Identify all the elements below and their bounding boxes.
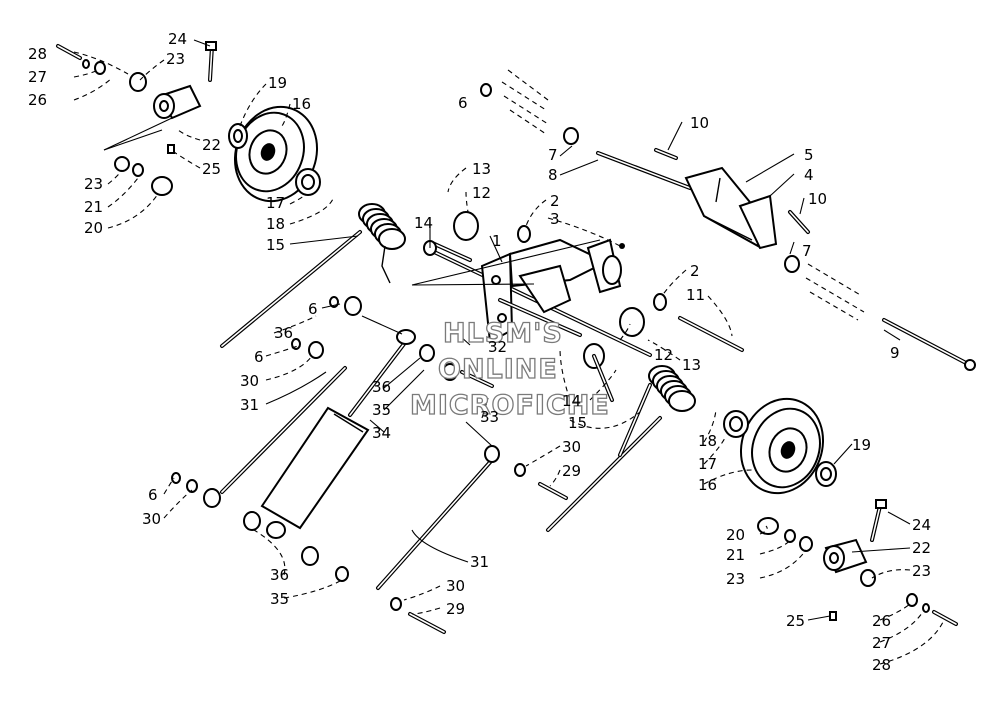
callout-28: 28 — [872, 656, 891, 674]
center-frame — [480, 238, 622, 344]
callout-22: 22 — [202, 136, 221, 154]
callout-29: 29 — [446, 600, 465, 618]
right-axle-block — [757, 499, 958, 626]
callout-21: 21 — [726, 546, 745, 564]
link-rod-upper — [220, 366, 347, 494]
callout-16: 16 — [698, 476, 717, 494]
callout-19: 19 — [268, 74, 287, 92]
callout-2: 2 — [690, 262, 700, 280]
callout-23: 23 — [912, 562, 931, 580]
callout-7: 7 — [548, 146, 558, 164]
callout-13: 13 — [682, 356, 701, 374]
callout-2: 2 — [550, 192, 560, 210]
callout-7: 7 — [802, 242, 812, 260]
left-torsion-spring — [358, 203, 472, 284]
callout-23: 23 — [166, 50, 185, 68]
callout-30: 30 — [446, 577, 465, 595]
callout-30: 30 — [562, 438, 581, 456]
callout-6: 6 — [254, 348, 264, 366]
callout-27: 27 — [28, 68, 47, 86]
callout-35: 35 — [372, 401, 391, 419]
callout-12: 12 — [472, 184, 491, 202]
watermark-line-2: ONLINE — [438, 354, 558, 385]
small-parts — [171, 83, 810, 634]
callout-36: 36 — [274, 324, 293, 342]
callout-23: 23 — [726, 570, 745, 588]
callout-17: 17 — [698, 455, 717, 473]
rear-shaft-9 — [882, 318, 976, 371]
callout-4: 4 — [804, 166, 814, 184]
callout-18: 18 — [266, 215, 285, 233]
callout-6: 6 — [458, 94, 468, 112]
callout-21: 21 — [84, 198, 103, 216]
callout-30: 30 — [142, 510, 161, 528]
callout-26: 26 — [872, 612, 891, 630]
callout-20: 20 — [84, 219, 103, 237]
callout-25: 25 — [202, 160, 221, 178]
callout-18: 18 — [698, 432, 717, 450]
callout-6: 6 — [308, 300, 318, 318]
callout-30: 30 — [240, 372, 259, 390]
callout-11: 11 — [686, 286, 705, 304]
callout-25: 25 — [786, 612, 805, 630]
left-axle-block — [56, 41, 217, 196]
callout-36: 36 — [270, 566, 289, 584]
callout-32: 32 — [488, 338, 507, 356]
callout-17: 17 — [266, 194, 285, 212]
callout-36: 36 — [372, 378, 391, 396]
callout-3: 3 — [550, 210, 560, 228]
callout-15: 15 — [568, 414, 587, 432]
callout-24: 24 — [912, 516, 931, 534]
callout-24: 24 — [168, 30, 187, 48]
callout-28: 28 — [28, 45, 47, 63]
callout-26: 26 — [28, 91, 47, 109]
watermark-line-1: HLSM'S — [443, 318, 563, 349]
right-idler-wheel — [723, 397, 837, 495]
link-rod-lower — [376, 458, 494, 590]
callout-22: 22 — [912, 539, 931, 557]
callout-23: 23 — [84, 175, 103, 193]
callout-31: 31 — [470, 553, 489, 571]
callout-15: 15 — [266, 236, 285, 254]
callout-8: 8 — [548, 166, 558, 184]
leader-lines — [73, 39, 945, 665]
shaft-8 — [596, 151, 692, 190]
callout-33: 33 — [480, 408, 499, 426]
right-torsion-spring — [648, 365, 696, 412]
watermark-line-3: MICROFICHE — [410, 390, 610, 421]
bracket-assembly — [684, 166, 778, 250]
shock-absorber — [260, 329, 416, 539]
callout-12: 12 — [654, 346, 673, 364]
callout-14: 14 — [414, 214, 433, 232]
callout-1: 1 — [492, 232, 502, 250]
callout-14: 14 — [562, 392, 581, 410]
right-spring-arm — [546, 383, 662, 532]
callout-29: 29 — [562, 462, 581, 480]
frame-reference-hatch — [501, 69, 865, 321]
callout-5: 5 — [804, 146, 814, 164]
callout-34: 34 — [372, 424, 391, 442]
callout-16: 16 — [292, 95, 311, 113]
callout-9: 9 — [890, 344, 900, 362]
callout-13: 13 — [472, 160, 491, 178]
callout-19: 19 — [852, 436, 871, 454]
left-spring-arm — [220, 230, 362, 348]
left-idler-wheel — [228, 105, 321, 203]
callout-labels: 28 27 26 24 23 19 16 22 25 23 21 20 17 1… — [28, 30, 931, 674]
callout-27: 27 — [872, 634, 891, 652]
callout-6: 6 — [148, 486, 158, 504]
callout-31: 31 — [240, 396, 259, 414]
callout-10: 10 — [690, 114, 709, 132]
callout-10: 10 — [808, 190, 827, 208]
callout-35: 35 — [270, 590, 289, 608]
watermark: HLSM'S ONLINE MICROFICHE — [409, 317, 610, 421]
callout-20: 20 — [726, 526, 745, 544]
shaft-11 — [678, 316, 744, 352]
